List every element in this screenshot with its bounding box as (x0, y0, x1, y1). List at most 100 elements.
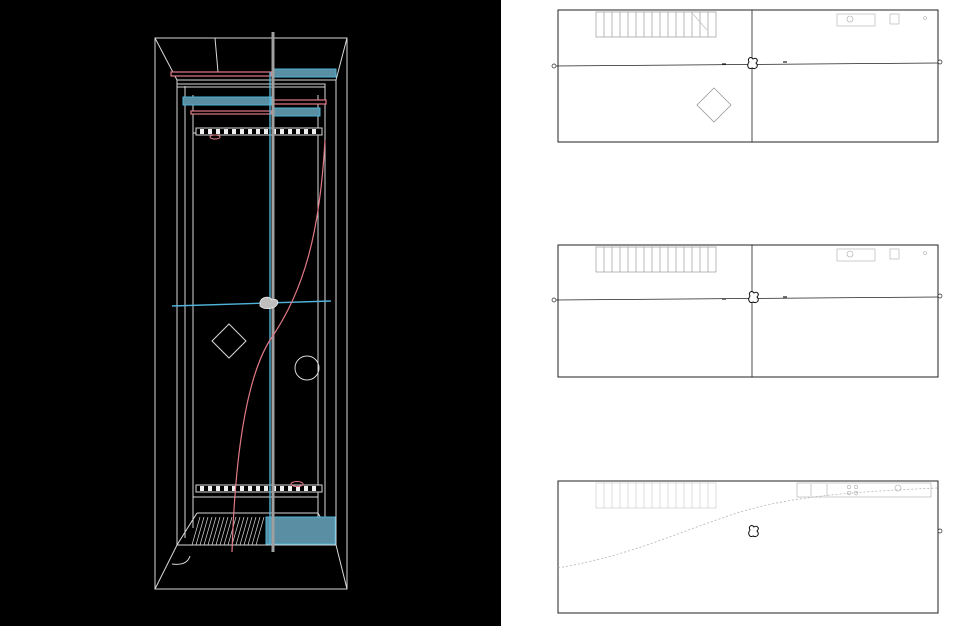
stripe-key (232, 129, 236, 134)
stripe-key (280, 129, 284, 134)
view-1-frame (557, 9, 939, 143)
left-depth-edge (154, 37, 178, 590)
stripe-key (200, 129, 204, 134)
hatch-line (195, 516, 205, 546)
stripe-key (304, 486, 308, 491)
stripe-key (248, 129, 252, 134)
stripe-key (296, 486, 300, 491)
shelf-grey-1 (176, 83, 326, 88)
stripe-key (280, 486, 284, 491)
stripe-key (312, 129, 316, 134)
blue-axes (171, 72, 332, 545)
hatch-line (231, 516, 241, 546)
hatch-line (203, 516, 213, 546)
stripe-key (208, 129, 212, 134)
stripe-key (288, 129, 292, 134)
view-3-furniture-circle (894, 484, 902, 492)
hatch-line (227, 516, 237, 546)
outer-frame (154, 37, 348, 590)
hatch-line (191, 516, 201, 546)
stripe-key (264, 486, 268, 491)
right-depth-edge (335, 37, 348, 590)
view-2-furniture-a (836, 248, 876, 262)
plan-views (551, 9, 943, 614)
view-2-frame (557, 244, 939, 378)
view-2-furniture-b (889, 248, 900, 260)
view-1-horizontal-axis (555, 62, 939, 67)
stripe-key (240, 486, 244, 491)
view-1-diagonal (692, 13, 708, 31)
shelf-blue-1 (273, 68, 337, 78)
figure-blob (259, 296, 279, 310)
view-1-furniture-dot (923, 16, 927, 20)
view-2-furniture-circle (846, 250, 854, 258)
hatch-line (247, 516, 257, 546)
floor-hatch (191, 516, 336, 546)
hatch-line (243, 516, 253, 546)
view-1-figure (747, 57, 758, 69)
stripe-key (248, 486, 252, 491)
stripe-key (240, 129, 244, 134)
perspective-view (154, 32, 348, 590)
perspective-view-panel (0, 0, 501, 626)
diamond-marker (211, 323, 247, 359)
view-3-frame (557, 480, 939, 614)
floor-diagonal-left (176, 512, 198, 546)
hatch-line (199, 516, 209, 546)
hatch-line (235, 516, 245, 546)
stripe-key (312, 486, 316, 491)
hatch-line (251, 516, 261, 546)
view-1-stairs (595, 11, 717, 38)
ceiling-diagonal (214, 37, 219, 73)
stair-outline (595, 482, 717, 509)
red-oval-bottom (290, 481, 304, 487)
hatch-line (219, 516, 229, 546)
horizontal-axis (171, 300, 332, 307)
stripe-key (224, 129, 228, 134)
view-3-knob-3 (846, 490, 852, 496)
floor-arc (171, 555, 191, 565)
stripe-key (256, 129, 260, 134)
plan-views-panel (501, 0, 960, 626)
red-curve (231, 139, 326, 553)
view-1-diamond (696, 87, 732, 123)
shelf-blue-3 (273, 107, 321, 117)
shelf-blue-2 (182, 96, 272, 106)
hatch-line (211, 516, 221, 546)
view-2-axis-end-left (551, 297, 557, 303)
stripe-key (296, 129, 300, 134)
view-2-axis-end-right (937, 293, 943, 299)
stripe-key (216, 129, 220, 134)
view-2-horizontal-axis (555, 296, 939, 301)
view-3-knob-4 (853, 490, 859, 496)
stripe-key (200, 486, 204, 491)
view-2-stairs (595, 246, 717, 273)
striped-bands (195, 127, 323, 493)
shelf-red-3 (190, 110, 272, 115)
stripe-key (224, 486, 228, 491)
hatch-line (239, 516, 249, 546)
shelf-red-2 (273, 99, 327, 105)
shelf-red-1 (170, 71, 272, 77)
stair-outline (595, 11, 717, 38)
stripe-key (256, 486, 260, 491)
stripe-key (208, 486, 212, 491)
view-2-furniture-dot (923, 251, 927, 255)
view-3-axis-end-right (937, 528, 943, 534)
circle-marker (294, 355, 320, 381)
floor-blue-block (265, 516, 336, 545)
stripe-key (216, 486, 220, 491)
view-2-figure (748, 291, 759, 303)
view-3-stairs (595, 482, 717, 509)
view-1-furniture-circle (846, 15, 854, 23)
view-1-furniture-a (836, 13, 876, 27)
view-3-figure (748, 525, 759, 537)
stripe-key (304, 129, 308, 134)
red-oval-top (209, 134, 221, 140)
view-1-axis-end-right (937, 59, 943, 65)
stripe-key (288, 486, 292, 491)
upper-shelves (170, 68, 337, 117)
hatch-line (215, 516, 225, 546)
view-3-knob-2 (853, 484, 859, 490)
